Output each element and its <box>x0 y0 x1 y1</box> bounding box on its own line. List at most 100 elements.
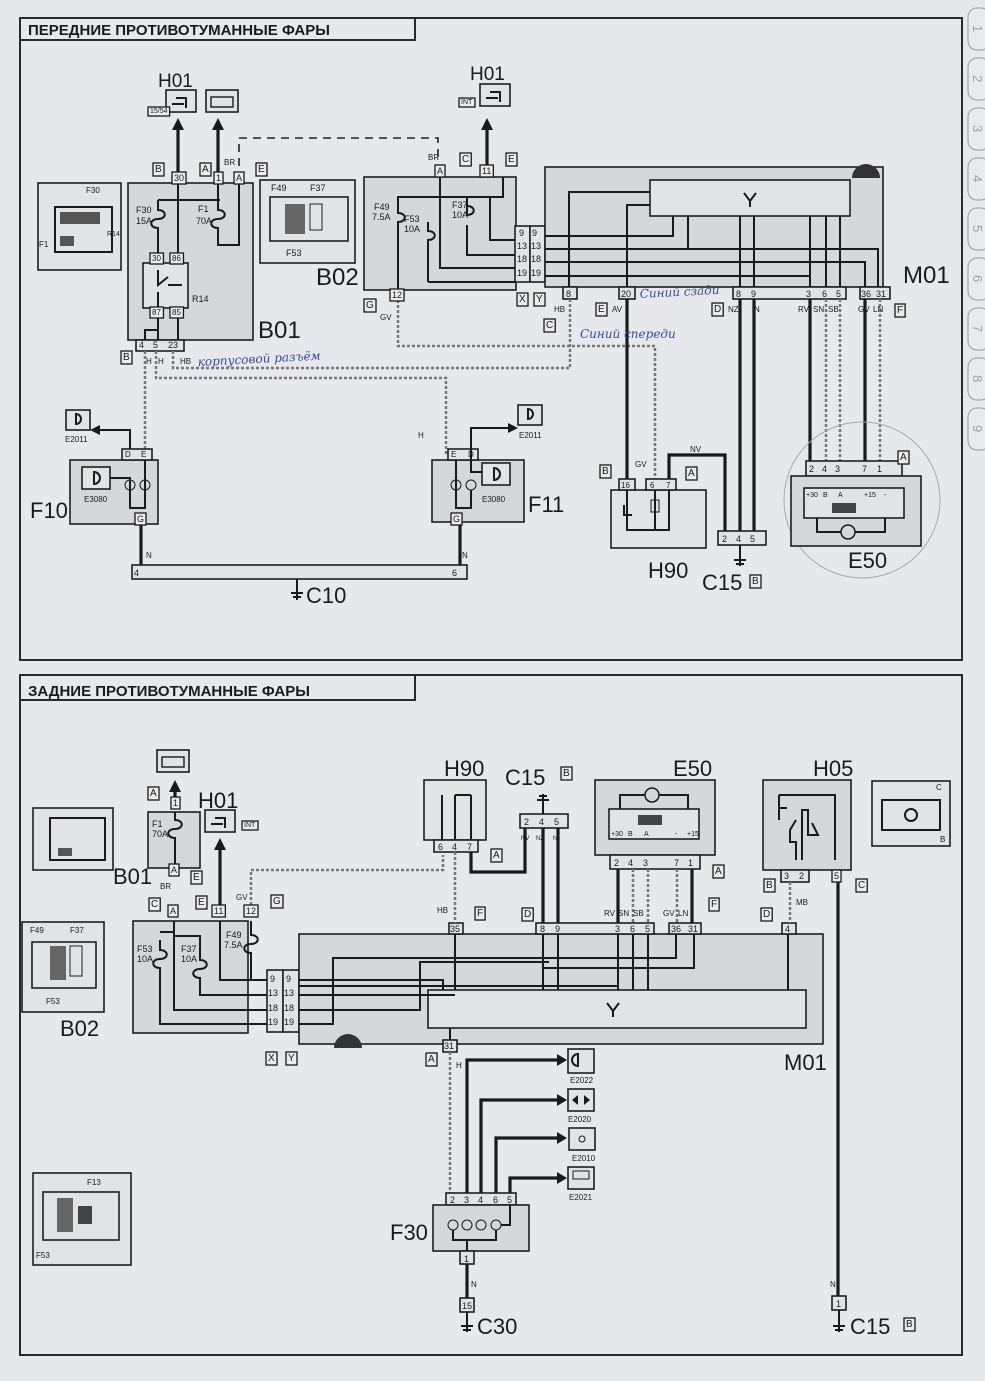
c10-ground-bus <box>131 564 468 580</box>
side-tab-number: 2 <box>970 75 985 82</box>
m01-connector-f <box>668 922 702 935</box>
handwritten-note: Синий спереди <box>580 327 676 341</box>
pin-label: GV <box>858 305 870 314</box>
connector-tag: C <box>462 154 469 165</box>
pin-label: F13 <box>87 1178 101 1187</box>
arrow-icon <box>169 780 181 792</box>
pin-label: E2021 <box>569 1193 593 1202</box>
pin-label: B <box>940 835 945 844</box>
component-label: M01 <box>784 1050 827 1075</box>
pin-label: 5 <box>554 817 559 827</box>
wire-e2022 <box>465 1058 562 1193</box>
f30-wiring <box>452 1205 511 1251</box>
pin-label: F1 <box>198 204 209 214</box>
side-tab <box>967 407 985 451</box>
connector-tag-box <box>712 864 725 879</box>
e50-wiring <box>816 518 886 533</box>
connector-tag: 15/54 <box>150 108 168 115</box>
pin-label: E2020 <box>568 1115 592 1124</box>
connector-tag: X <box>268 1053 275 1064</box>
connector-tag: E <box>193 872 200 883</box>
connector-tag: F <box>477 908 483 919</box>
connector-tag-box <box>763 878 776 893</box>
connector-tag: D <box>524 909 531 920</box>
connector-tag: 12 <box>392 290 402 300</box>
connector-tag-box <box>168 863 180 877</box>
fuse-box-inset-b02 <box>259 179 356 264</box>
pin-label: HB <box>554 305 565 314</box>
pin-label: 9 <box>555 924 560 934</box>
pin-label: 4 <box>134 568 139 578</box>
connector-tag-box <box>148 897 161 912</box>
component-label: H90 <box>444 756 484 781</box>
component-label: C15 <box>505 765 545 790</box>
connector-tag: A <box>493 850 500 861</box>
connector-tag: B <box>602 466 609 477</box>
connector-tag-box <box>458 97 476 108</box>
wire-e2010 <box>494 1136 562 1193</box>
pin-label: 10A <box>404 224 420 234</box>
pin-label: 5 <box>750 534 755 544</box>
pin-label: F1 <box>39 240 49 249</box>
ground-icon <box>291 579 303 600</box>
pin-label: 2 <box>799 871 804 881</box>
pin-label: F30 <box>136 205 152 215</box>
arrow-icon <box>481 118 493 130</box>
bulb-icon <box>139 479 151 491</box>
component-label: H01 <box>470 64 505 85</box>
pin-label: 1 <box>464 1254 469 1264</box>
fuse-box-inset-b02 <box>32 1172 132 1266</box>
pin-label: 4 <box>539 817 544 827</box>
pin-label: RV <box>604 909 616 918</box>
ground-icon <box>537 794 549 814</box>
pin-label: SB <box>828 305 839 314</box>
wire-e2021 <box>508 1176 562 1193</box>
connector-tag-box <box>831 869 842 883</box>
side-tab-number: 5 <box>970 225 985 232</box>
connector-tag-box <box>195 895 208 910</box>
pin-label: 2 <box>809 464 814 474</box>
h90-switch <box>610 489 707 549</box>
pin-label: F37 <box>310 183 326 193</box>
module-symbol-icon <box>743 192 757 207</box>
arrow-icon <box>508 423 518 433</box>
ignition-key-icon <box>479 83 511 107</box>
section-title: ПЕРЕДНИЕ ПРОТИВОТУМАННЫЕ ФАРЫ <box>28 22 330 39</box>
component-label: H01 <box>198 788 238 813</box>
h05-wiring <box>778 794 836 860</box>
bulb-icon <box>450 479 462 491</box>
connector-tag-box <box>213 171 224 185</box>
pin-label: SN <box>618 909 629 918</box>
pin-label: 18 <box>531 254 541 264</box>
pin-label: 4 <box>139 340 144 350</box>
pin-label: GV <box>635 460 647 469</box>
arrow-icon <box>214 838 226 850</box>
pin-label: 8 <box>540 924 545 934</box>
connector-tag: 11 <box>214 906 223 916</box>
chip-icon <box>832 503 856 513</box>
pin-label: F53 <box>286 248 302 258</box>
pin-label: 5 <box>836 289 841 299</box>
pin-label: F49 <box>374 202 390 212</box>
component-label: B01 <box>113 864 152 889</box>
pin-label: NV <box>521 836 529 842</box>
pin-label: 20 <box>621 289 631 299</box>
pin-label: E3080 <box>84 495 108 504</box>
fog-light-front-icon <box>65 409 91 431</box>
f11-wiring <box>455 427 515 509</box>
connector-tag: 1 <box>216 173 221 183</box>
m01-module <box>649 179 851 217</box>
pin-label: 19 <box>284 1017 294 1027</box>
connector-tag-box <box>533 292 546 307</box>
connector-tag: B <box>563 768 570 779</box>
manufacturer-logo-icon <box>852 164 880 178</box>
pin-label: 7 <box>862 464 867 474</box>
pin-label: HB <box>437 906 448 915</box>
connector-tag: A <box>900 452 907 463</box>
pin-label: 16 <box>621 481 630 490</box>
connector-tag: 30 <box>152 254 161 263</box>
pin-label: 36 <box>671 924 681 934</box>
